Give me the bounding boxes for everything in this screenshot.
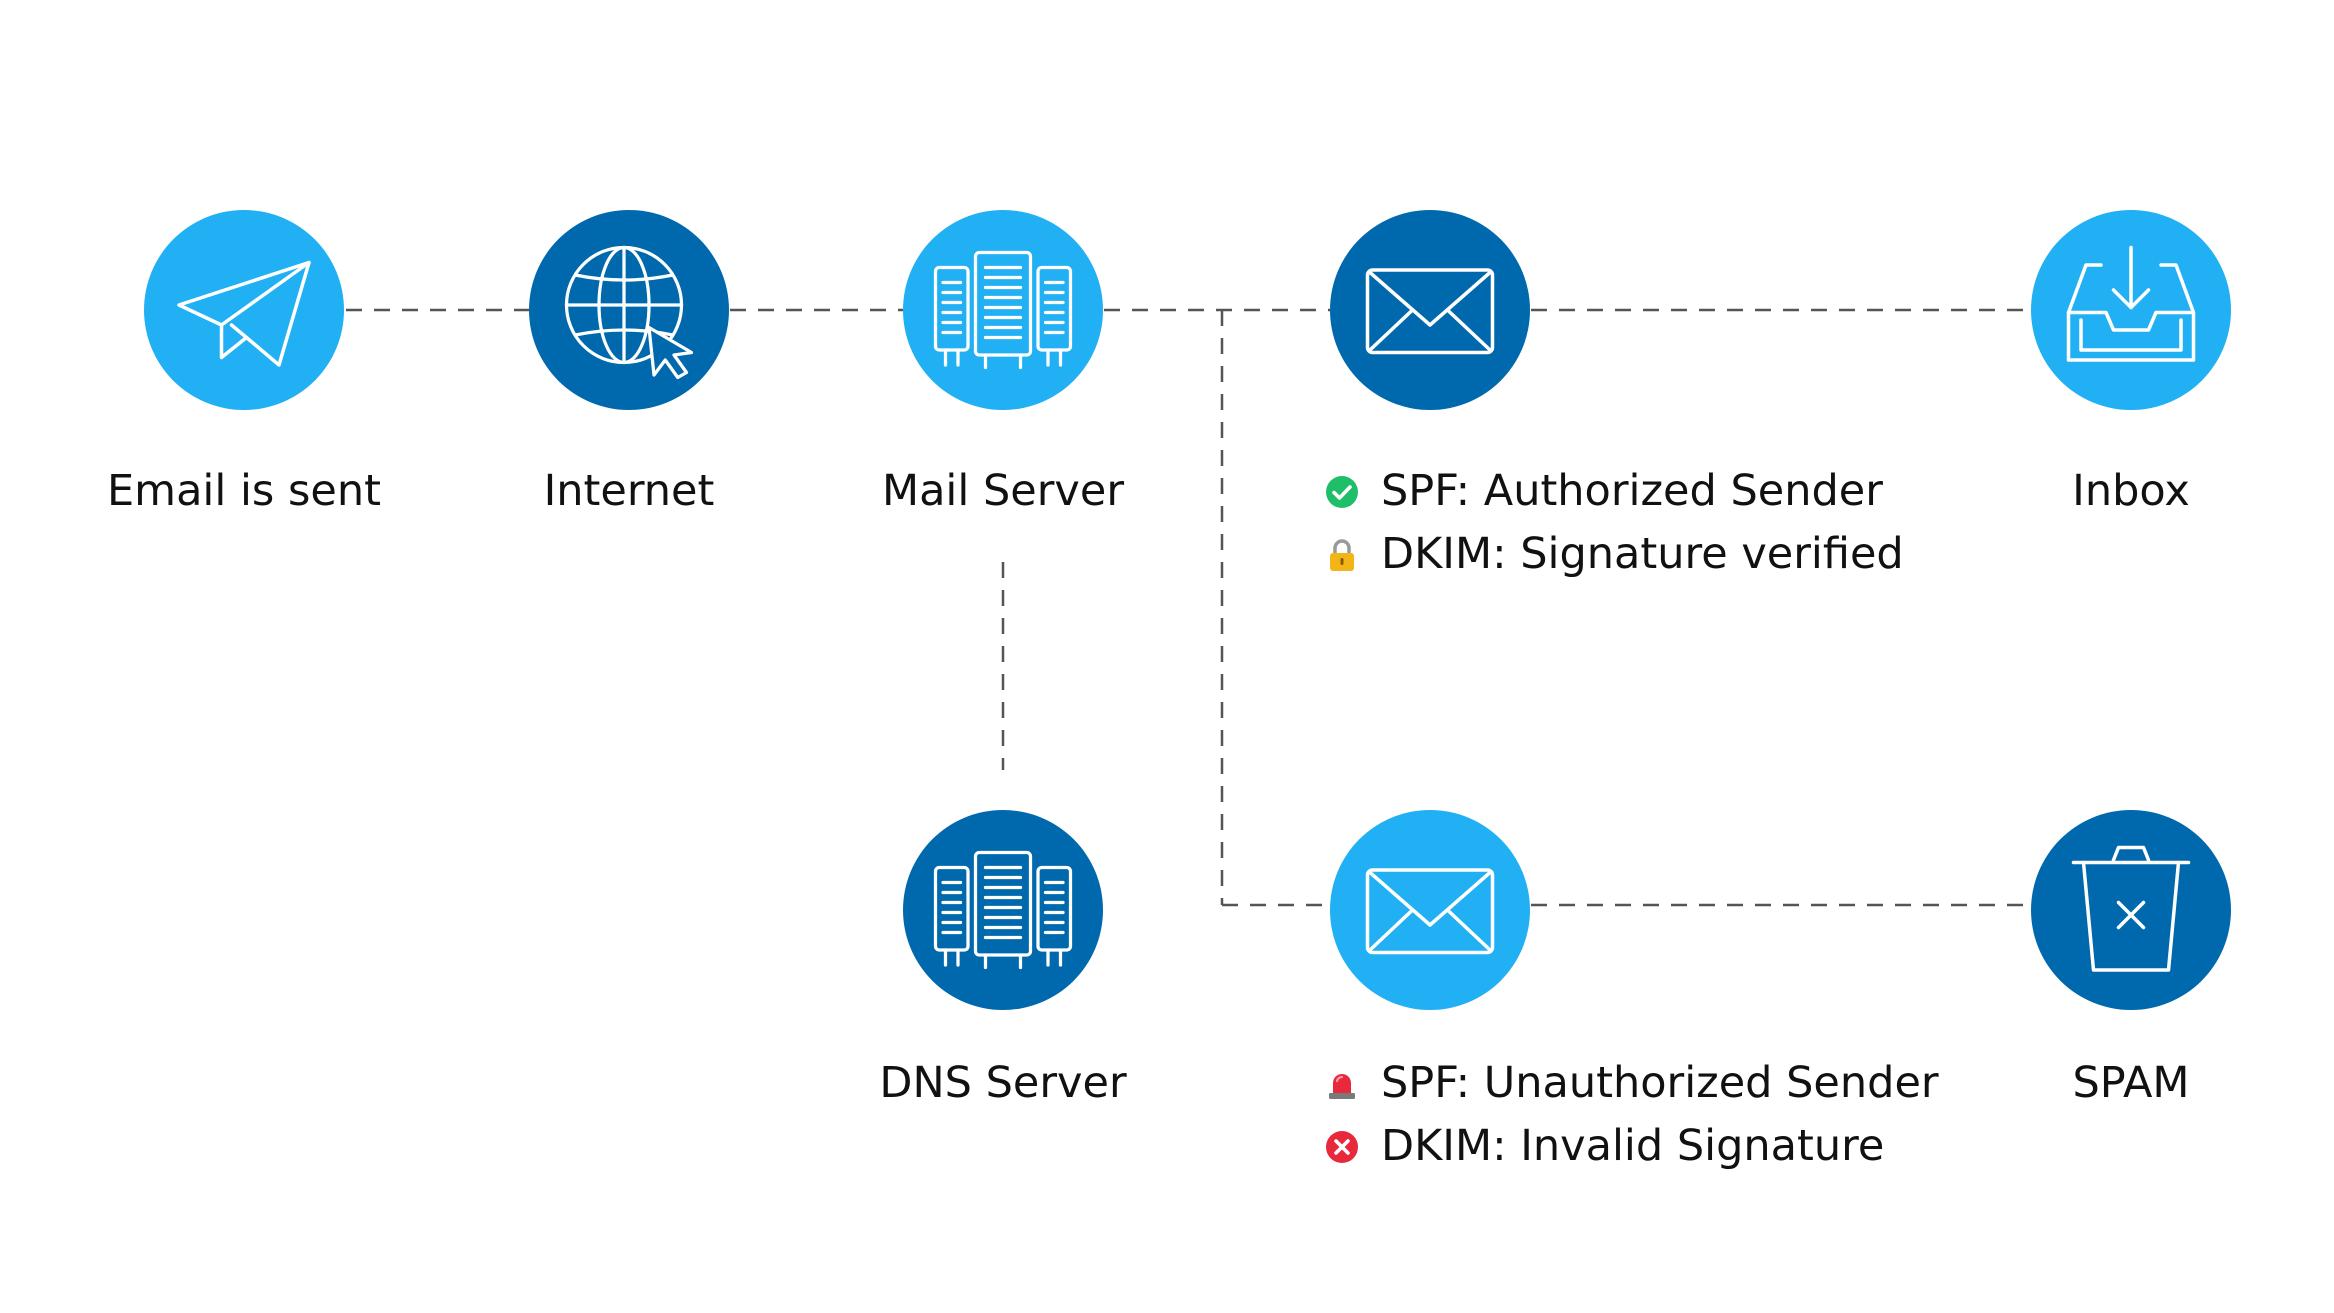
dns-server-node (903, 810, 1103, 1010)
spf-pass-row: SPF: Authorized Sender (1325, 470, 1883, 513)
trash-x-icon (2056, 835, 2206, 985)
dkim-pass-text: DKIM: Signature verified (1381, 529, 1904, 579)
paper-plane-icon (169, 235, 319, 385)
verified-mail-node (1330, 210, 1530, 410)
internet-label: Internet (543, 466, 715, 516)
envelope-icon (1355, 835, 1505, 985)
spf-fail-text: SPF: Unauthorized Sender (1381, 1058, 1939, 1108)
mail-server-label: Mail Server (881, 466, 1125, 516)
envelope-icon (1355, 235, 1505, 385)
spam-node (2031, 810, 2231, 1010)
dkim-fail-row: DKIM: Invalid Signature (1325, 1125, 1884, 1168)
inbox-node (2031, 210, 2231, 410)
server-rack-icon (928, 835, 1078, 985)
red-x-icon (1325, 1130, 1359, 1164)
spam-label: SPAM (2072, 1058, 2190, 1108)
inbox-label: Inbox (2072, 466, 2190, 516)
lock-icon (1325, 538, 1359, 572)
dns-server-label: DNS Server (879, 1058, 1127, 1108)
inbox-tray-icon (2056, 235, 2206, 385)
dkim-fail-text: DKIM: Invalid Signature (1381, 1121, 1885, 1171)
email-sent-label: Email is sent (107, 466, 381, 516)
server-rack-icon (928, 235, 1078, 385)
globe-cursor-icon (554, 235, 704, 385)
rejected-mail-node (1330, 810, 1530, 1010)
spf-fail-row: SPF: Unauthorized Sender (1325, 1062, 1939, 1105)
internet-node (529, 210, 729, 410)
spf-pass-text: SPF: Authorized Sender (1381, 466, 1883, 516)
green-check-icon (1325, 475, 1359, 509)
dkim-pass-row: DKIM: Signature verified (1325, 533, 1904, 576)
mail-server-node (903, 210, 1103, 410)
email-sent-node (144, 210, 344, 410)
red-siren-icon (1325, 1067, 1359, 1101)
